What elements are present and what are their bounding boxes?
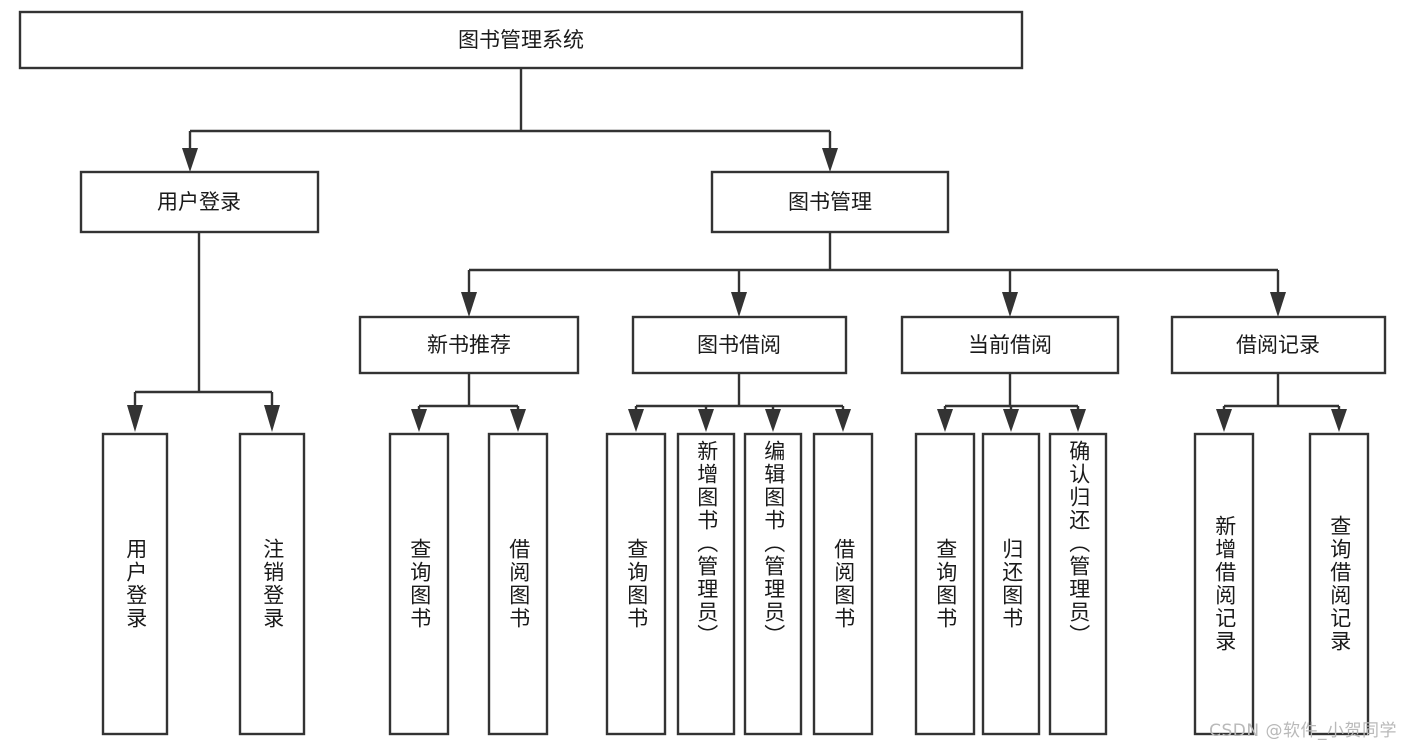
- node-borrow-record-label: 借阅记录: [1236, 333, 1320, 357]
- arrowhead-leaf-borrow-book-2: [835, 409, 851, 432]
- node-leaf-query-book-3-box[interactable]: [914, 432, 976, 736]
- node-leaf-add-record-box[interactable]: [1193, 432, 1255, 736]
- node-borrow-record-box[interactable]: [1170, 315, 1387, 375]
- node-leaf-user-login-box[interactable]: [101, 432, 169, 736]
- node-current-borrow[interactable]: 当前借阅: [900, 315, 1120, 375]
- node-leaf-confirm-return-box[interactable]: [1048, 432, 1108, 736]
- arrowhead-leaf-edit-book: [765, 409, 781, 432]
- node-leaf-query-record-box[interactable]: [1308, 432, 1370, 736]
- node-current-borrow-box[interactable]: [900, 315, 1120, 375]
- arrowhead-book-borrow: [731, 292, 747, 317]
- node-book-borrow[interactable]: 图书借阅: [631, 315, 848, 375]
- node-root[interactable]: 图书管理系统: [18, 10, 1024, 70]
- node-book-borrow-label: 图书借阅: [697, 333, 781, 357]
- node-new-book-rec-box[interactable]: [358, 315, 580, 375]
- node-new-book-rec-label: 新书推荐: [427, 333, 511, 357]
- node-book-manage[interactable]: 图书管理: [710, 170, 950, 234]
- node-root-box[interactable]: [18, 10, 1024, 70]
- node-leaf-return-book-box[interactable]: [981, 432, 1041, 736]
- node-leaf-query-book-2-box[interactable]: [605, 432, 667, 736]
- node-leaf-edit-book-box[interactable]: [743, 432, 803, 736]
- arrowhead-leaf-logout: [264, 405, 280, 432]
- arrowhead-new-book-rec: [461, 292, 477, 317]
- arrowhead-leaf-query-book-2: [628, 409, 644, 432]
- node-leaf-logout-box[interactable]: [238, 432, 306, 736]
- node-borrow-record[interactable]: 借阅记录: [1170, 315, 1387, 375]
- node-leaf-add-book-box[interactable]: [676, 432, 736, 736]
- arrowhead-leaf-add-record: [1216, 409, 1232, 432]
- arrowhead-book-manage: [822, 148, 838, 172]
- node-user-login-box[interactable]: [79, 170, 320, 234]
- nodes-layer: 图书管理系统 用户登录 图书管理 新书推荐 图书借阅 当前: [18, 10, 1387, 736]
- node-current-borrow-label: 当前借阅: [968, 333, 1052, 357]
- arrowhead-leaf-query-book-3: [937, 409, 953, 432]
- arrowhead-leaf-user-login: [127, 405, 143, 432]
- leaf-boxes-layer: [101, 432, 1370, 736]
- arrowhead-user-login: [182, 148, 198, 172]
- node-user-login-label: 用户登录: [157, 190, 241, 214]
- node-user-login[interactable]: 用户登录: [79, 170, 320, 234]
- node-root-label: 图书管理系统: [458, 28, 584, 52]
- node-book-manage-label: 图书管理: [788, 190, 872, 214]
- node-leaf-borrow-book-1-box[interactable]: [487, 432, 549, 736]
- node-book-borrow-box[interactable]: [631, 315, 848, 375]
- node-book-manage-box[interactable]: [710, 170, 950, 234]
- arrowhead-borrow-record: [1270, 292, 1286, 317]
- node-leaf-query-book-1-box[interactable]: [388, 432, 450, 736]
- arrowhead-leaf-return-book: [1003, 409, 1019, 432]
- watermark-text: CSDN @软件_小贺同学: [1209, 721, 1397, 741]
- edges-layer: [127, 68, 1347, 432]
- arrowhead-leaf-query-book-1: [411, 409, 427, 432]
- arrowhead-leaf-confirm-return: [1070, 409, 1086, 432]
- arrowhead-leaf-query-record: [1331, 409, 1347, 432]
- arrowhead-current-borrow: [1002, 292, 1018, 317]
- node-leaf-borrow-book-2-box[interactable]: [812, 432, 874, 736]
- arrowhead-leaf-borrow-book-1: [510, 409, 526, 432]
- node-new-book-rec[interactable]: 新书推荐: [358, 315, 580, 375]
- arrowhead-leaf-add-book: [698, 409, 714, 432]
